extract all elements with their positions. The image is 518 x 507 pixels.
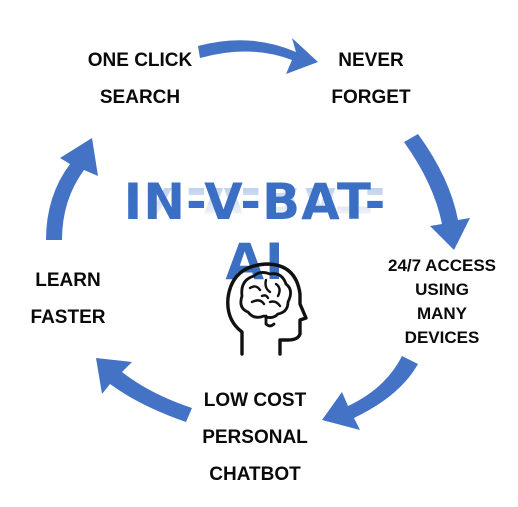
node-low-cost-chatbot-line-3: CHATBOT (209, 464, 301, 485)
brand-title: IN-V-BAT-AI (123, 173, 387, 291)
node-one-click-search-line-1: ONE CLICK (87, 50, 193, 71)
node-24-7-access-line-4: DEVICES (404, 328, 480, 347)
node-24-7-access-line-2: USING (415, 280, 469, 299)
node-learn-faster-line-2: FASTER (30, 307, 106, 328)
arrow-top (198, 38, 318, 74)
node-one-click-search: ONE CLICK SEARCH (72, 42, 208, 116)
node-24-7-access-line-1: 24/7 ACCESS (387, 256, 497, 275)
node-low-cost-chatbot-line-2: PERSONAL (202, 427, 308, 448)
node-24-7-access: 24/7 ACCESS USING MANY DEVICES (374, 254, 510, 350)
node-learn-faster: LEARN FASTER (20, 262, 116, 336)
head-brain-icon (226, 262, 308, 356)
arrow-left (46, 138, 98, 240)
brand-title-reflection: IN-V-BAT-AI (123, 188, 387, 223)
node-never-forget: NEVER FORGET (318, 42, 424, 116)
node-one-click-search-line-2: SEARCH (99, 87, 181, 108)
node-never-forget-line-2: FORGET (331, 87, 411, 108)
node-low-cost-chatbot: LOW COST PERSONAL CHATBOT (186, 382, 324, 493)
node-never-forget-line-1: NEVER (338, 50, 404, 71)
arrow-bottom-left (96, 358, 192, 422)
node-low-cost-chatbot-line-1: LOW COST (203, 390, 307, 411)
arrow-right (404, 134, 470, 250)
arrow-bottom-right (322, 356, 418, 430)
node-24-7-access-line-3: MANY (416, 304, 468, 323)
node-learn-faster-line-1: LEARN (35, 270, 101, 291)
